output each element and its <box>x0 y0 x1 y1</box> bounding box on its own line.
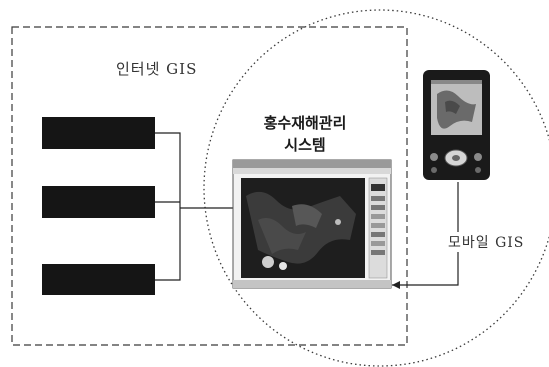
mobile-gis-label: 모바일 GIS <box>446 232 527 252</box>
system-screenshot <box>232 159 392 289</box>
client-box-3 <box>42 264 155 295</box>
system-title-line-2: 시스템 <box>284 136 326 154</box>
internet-gis-boundary <box>11 26 408 346</box>
system-title: 홍수재해관리 시스템 <box>250 112 360 156</box>
pda-device <box>423 70 490 180</box>
client-connectors <box>155 132 233 281</box>
internet-gis-label: 인터넷 GIS <box>116 60 198 78</box>
client-box-1 <box>42 117 155 149</box>
system-boundary-circle <box>203 9 549 367</box>
client-box-2 <box>42 186 155 218</box>
mobile-link-arrow <box>392 281 400 289</box>
system-title-line-1: 홍수재해관리 <box>263 114 347 132</box>
mobile-link <box>392 182 459 286</box>
